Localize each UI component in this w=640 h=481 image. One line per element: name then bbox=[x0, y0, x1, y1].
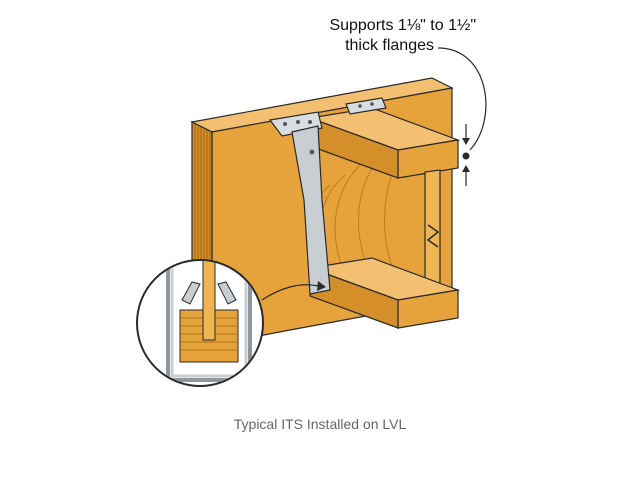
callout-leader-dot bbox=[462, 152, 470, 160]
detail-web bbox=[202, 261, 216, 341]
hanger-strap bbox=[291, 125, 331, 295]
detail-leader-arrowhead bbox=[317, 281, 326, 291]
detail-circle bbox=[136, 259, 264, 387]
dimension-arrowhead-top bbox=[462, 138, 470, 145]
detail-tab-left bbox=[181, 281, 201, 305]
web-break-line bbox=[426, 224, 440, 248]
flange-thickness-callout-line2: thick flanges bbox=[345, 37, 434, 54]
nail-hole bbox=[358, 104, 362, 108]
detail-hanger-seat bbox=[166, 262, 252, 382]
figure-caption: Typical ITS Installed on LVL bbox=[233, 416, 407, 432]
nail-hole bbox=[309, 149, 315, 155]
detail-leader bbox=[261, 284, 319, 301]
nail-hole bbox=[296, 120, 300, 124]
its-hanger bbox=[268, 97, 387, 295]
nail-hole bbox=[308, 120, 312, 124]
callout-leader-curve bbox=[437, 47, 487, 151]
dimension-arrowhead-bottom bbox=[462, 165, 470, 172]
nail-hole bbox=[283, 122, 287, 126]
hanger-back-tab bbox=[345, 97, 387, 115]
nail-hole bbox=[370, 102, 374, 106]
detail-tab-right bbox=[217, 281, 237, 305]
flange-thickness-callout-line1: Supports 1⅛" to 1½" bbox=[329, 17, 476, 34]
